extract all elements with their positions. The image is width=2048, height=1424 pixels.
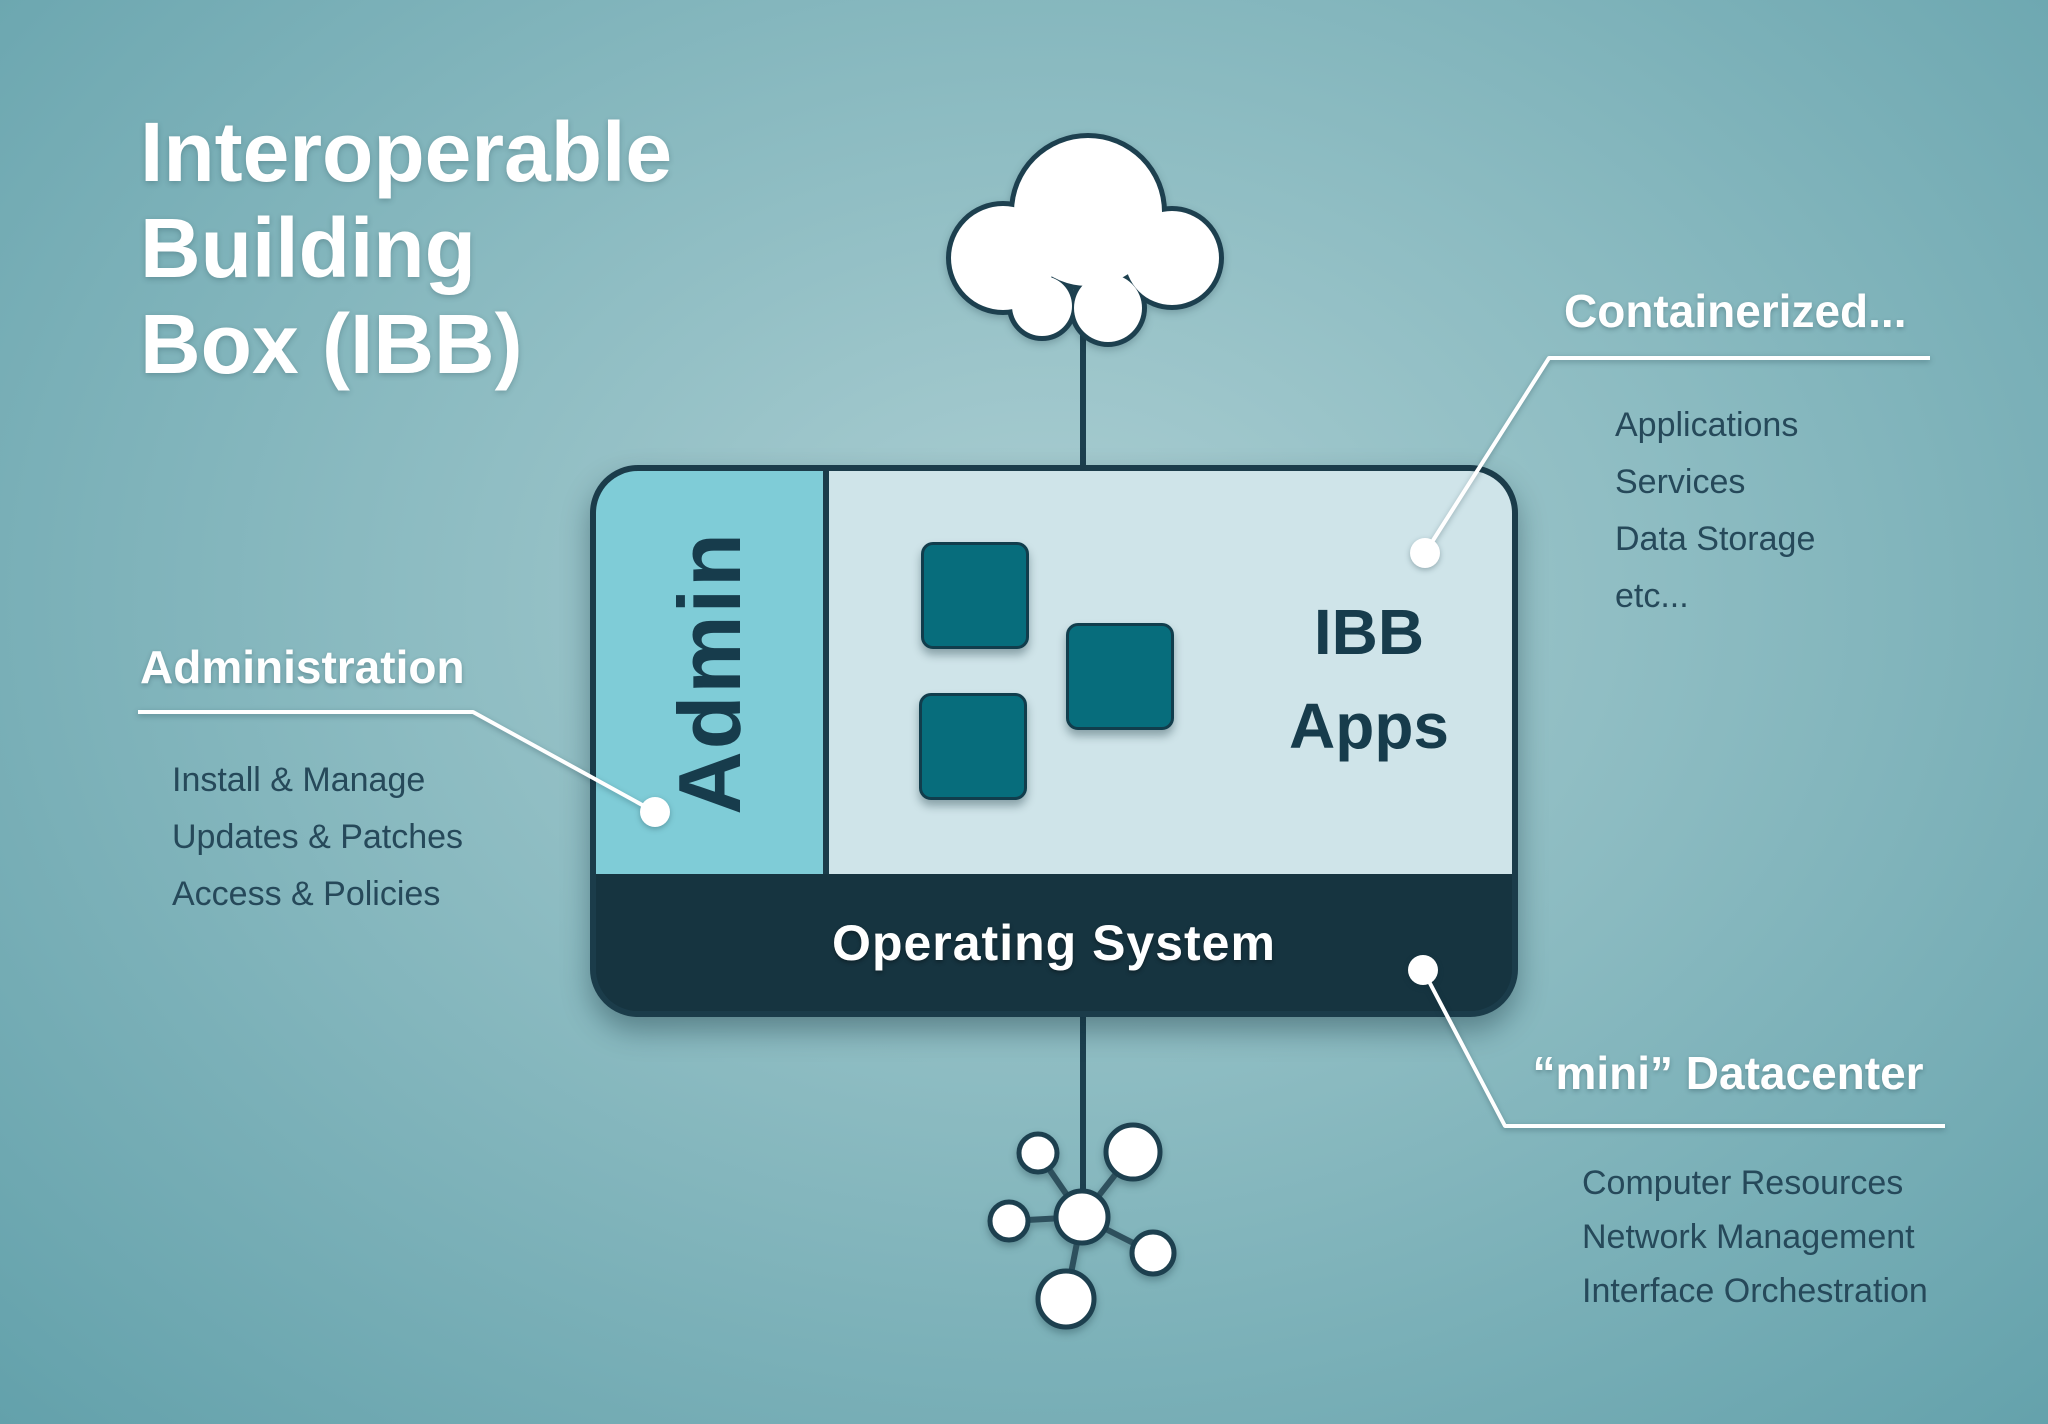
admin-panel: Admin — [596, 471, 823, 874]
list-item: Applications — [1615, 406, 1799, 444]
mini-datacenter-callout-title: “mini” Datacenter — [1532, 1047, 1924, 1099]
ibb-apps-label-line: IBB — [1313, 596, 1425, 668]
page-title-line: Interoperable — [140, 105, 673, 199]
page-title-line: Box (IBB) — [140, 297, 523, 391]
app-square-icon — [919, 693, 1027, 800]
list-item: Install & Manage — [172, 761, 426, 799]
list-item: Services — [1615, 463, 1746, 501]
ibb-box-upper: Admin IBB Apps — [596, 471, 1512, 874]
admin-apps-divider — [823, 471, 829, 874]
list-item: Updates & Patches — [172, 818, 464, 856]
ibb-apps-label: IBB Apps — [1219, 585, 1512, 773]
list-item: etc... — [1615, 577, 1689, 615]
list-item: Data Storage — [1615, 520, 1816, 558]
containerized-callout-list: Applications Services Data Storage etc..… — [1615, 397, 1815, 625]
administration-callout-list: Install & Manage Updates & Patches Acces… — [172, 752, 463, 923]
operating-system-bar: Operating System — [596, 874, 1512, 1011]
mini-datacenter-callout-list: Computer Resources Network Management In… — [1582, 1156, 1928, 1318]
ibb-apps-label-line: Apps — [1289, 690, 1449, 762]
list-item: Interface Orchestration — [1582, 1272, 1928, 1310]
app-square-icon — [1066, 623, 1174, 730]
operating-system-label: Operating System — [832, 914, 1276, 971]
page-title: Interoperable Building Box (IBB) — [140, 104, 672, 392]
list-item: Network Management — [1582, 1218, 1915, 1256]
app-square-icon — [921, 542, 1029, 649]
administration-callout-title: Administration — [140, 641, 465, 693]
admin-label: Admin — [659, 530, 759, 815]
containerized-callout-title: Containerized... — [1564, 285, 1907, 337]
cloud-icon — [946, 133, 1224, 347]
network-icon — [987, 1122, 1177, 1330]
list-item: Computer Resources — [1582, 1164, 1904, 1202]
list-item: Access & Policies — [172, 875, 441, 913]
page-title-line: Building — [140, 201, 476, 295]
apps-panel: IBB Apps — [829, 471, 1512, 874]
ibb-box: Admin IBB Apps Operating System — [590, 465, 1518, 1017]
